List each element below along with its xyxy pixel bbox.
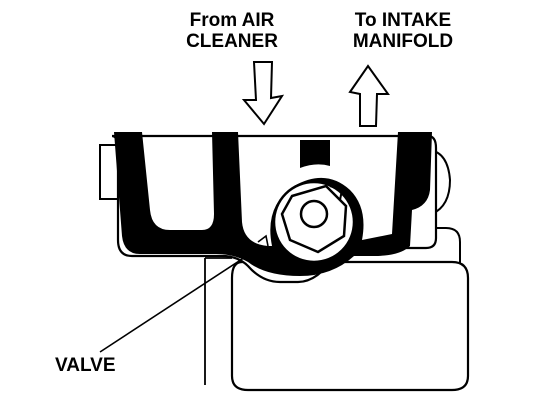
passage-pocket-right <box>330 140 392 218</box>
valve-rotor-notch <box>329 185 344 201</box>
lower-housing <box>230 260 470 392</box>
intake-manifold-label-line1: To INTAKE <box>354 10 452 31</box>
housing-step <box>418 227 461 264</box>
inflow-arrow <box>241 61 285 126</box>
housing-rear-edge <box>204 257 232 385</box>
intake-manifold-label-line2: MANIFOLD <box>352 31 454 52</box>
valve-label: VALVE <box>55 355 116 376</box>
air-passage-channel <box>114 132 432 276</box>
outflow-arrow <box>348 64 390 127</box>
intake-manifold-label: To INTAKE MANIFOLD <box>328 10 478 52</box>
passage-pocket-left <box>146 140 208 222</box>
passage-pocket-upper <box>300 140 330 168</box>
valve-shaft <box>299 199 329 229</box>
air-cleaner-label-line2: CLEANER <box>186 31 278 52</box>
passage-pocket-center <box>244 140 300 224</box>
valve-leader-line <box>99 245 263 353</box>
air-cleaner-label: From AIR CLEANER <box>168 10 296 52</box>
valve-leader-tick <box>257 234 269 247</box>
air-cleaner-label-line1: From AIR <box>189 10 275 31</box>
